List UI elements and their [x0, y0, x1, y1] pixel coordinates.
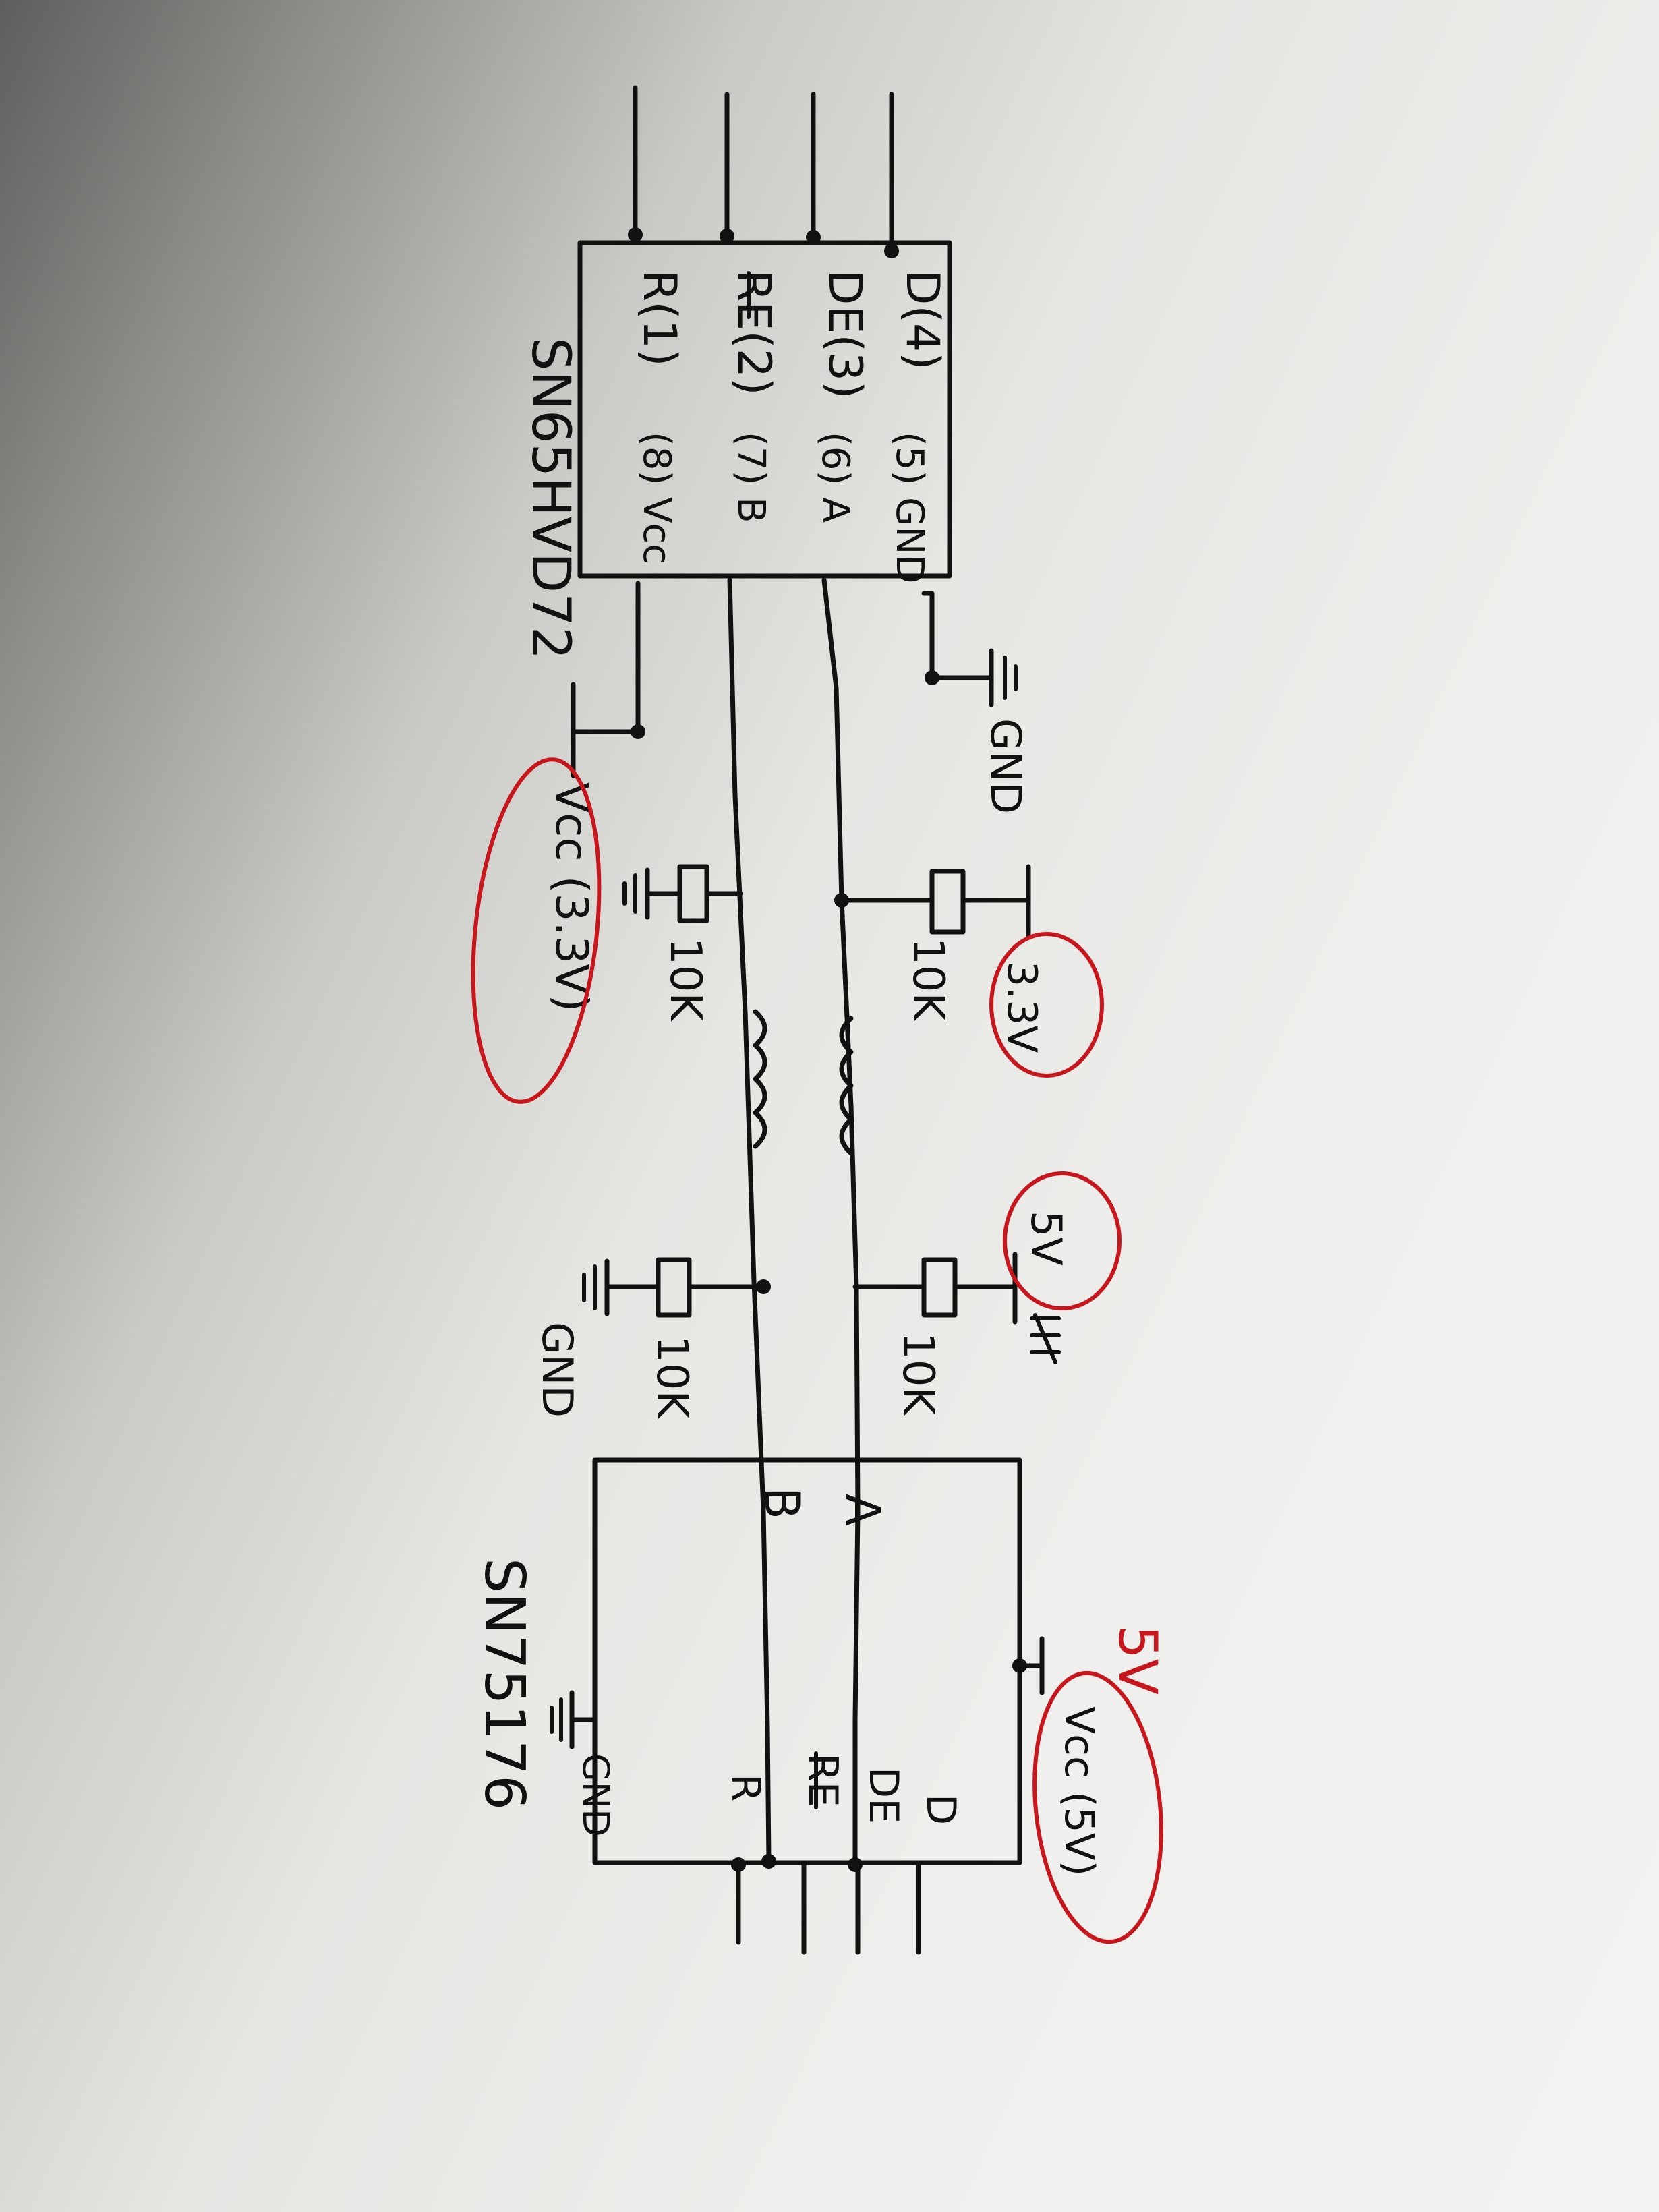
- v5-label: 5V: [1022, 1211, 1071, 1266]
- pullup-a-3v3: 10K 3.3V: [839, 864, 1104, 1078]
- pin-vcc-label: (8) Vcc: [635, 432, 678, 564]
- pin-re-label: RE(2): [727, 270, 780, 396]
- chip-bottom-name: SN75176: [472, 1558, 536, 1810]
- gnd-bot-label: GND: [533, 1322, 582, 1418]
- resistor-a-top: [929, 869, 966, 935]
- resistor-b-top-label: 10K: [660, 937, 710, 1022]
- vcc-top: Vcc (3.3V): [471, 581, 645, 1104]
- wire-b: [727, 577, 772, 1864]
- chip-sn75176: A B D DE RE R Vcc (5V) 5V GND SN75176: [472, 1457, 1167, 1955]
- pin-b-label: (7) B: [729, 432, 773, 523]
- pulldown-b-gnd-bottom: 10K GND: [533, 1257, 766, 1420]
- pin-r-label: R(1): [633, 270, 686, 367]
- resistor-b-top: [677, 864, 709, 923]
- strike-scribble: [1030, 1313, 1061, 1364]
- resistor-a-bot-label: 10K: [893, 1332, 943, 1416]
- pulldown-b-gnd: 10K: [622, 864, 743, 1022]
- inductor-b: [753, 1009, 767, 1149]
- pin-a-label: (6) A: [813, 432, 857, 523]
- resistor-a-bot: [921, 1257, 958, 1318]
- pin-b-bot-label: B: [754, 1487, 809, 1519]
- v33-highlight: [989, 932, 1104, 1078]
- chip-top-name: SN65HVD72: [520, 337, 581, 660]
- pullup-a-5v: 10K 5V: [852, 1171, 1122, 1416]
- pin-gnd-label: (5) GND: [887, 432, 931, 584]
- gnd-top-label: GND: [981, 718, 1030, 814]
- bus-line-b: [727, 577, 776, 1869]
- pin-r-bot-label: R: [722, 1774, 769, 1802]
- bus-line-a: [821, 577, 863, 1872]
- pin-d-bot-label: D: [917, 1794, 964, 1825]
- v5-highlight: [1003, 1171, 1122, 1310]
- vcc-bot-label: Vcc (5V): [1055, 1706, 1103, 1876]
- resistor-b-bot: [656, 1257, 692, 1318]
- resistor-a-top-label: 10K: [903, 937, 953, 1022]
- inductor-a: [839, 1016, 854, 1156]
- vcc-top-label: Vcc (3.3V): [546, 782, 598, 1012]
- ground-top: GND: [921, 591, 1030, 814]
- chip-top-body: [577, 240, 952, 579]
- pin-de-bot-label: DE: [860, 1767, 907, 1824]
- vcc-top-highlight: [471, 757, 602, 1104]
- vcc-bot-highlight: [1032, 1670, 1163, 1944]
- wire-a: [821, 577, 861, 1867]
- pin-de-label: DE(3): [818, 270, 871, 399]
- v5-chip-label: 5V: [1107, 1625, 1167, 1695]
- pin-a-bot-label: A: [835, 1494, 890, 1526]
- v33-label: 3.3V: [998, 961, 1045, 1053]
- resistor-b-bot-label: 10K: [647, 1335, 697, 1420]
- pin-re-bot-label: RE: [799, 1753, 846, 1807]
- gnd-bot-chip-label: GND: [575, 1753, 617, 1837]
- gnd-wire: [921, 591, 994, 680]
- vcc-wire: [571, 581, 641, 734]
- chip-sn65hvd72: D(4) DE(3) RE(2) R(1) (5) GND (6) A (7) …: [520, 85, 952, 660]
- pin-d-label: D(4): [896, 270, 949, 370]
